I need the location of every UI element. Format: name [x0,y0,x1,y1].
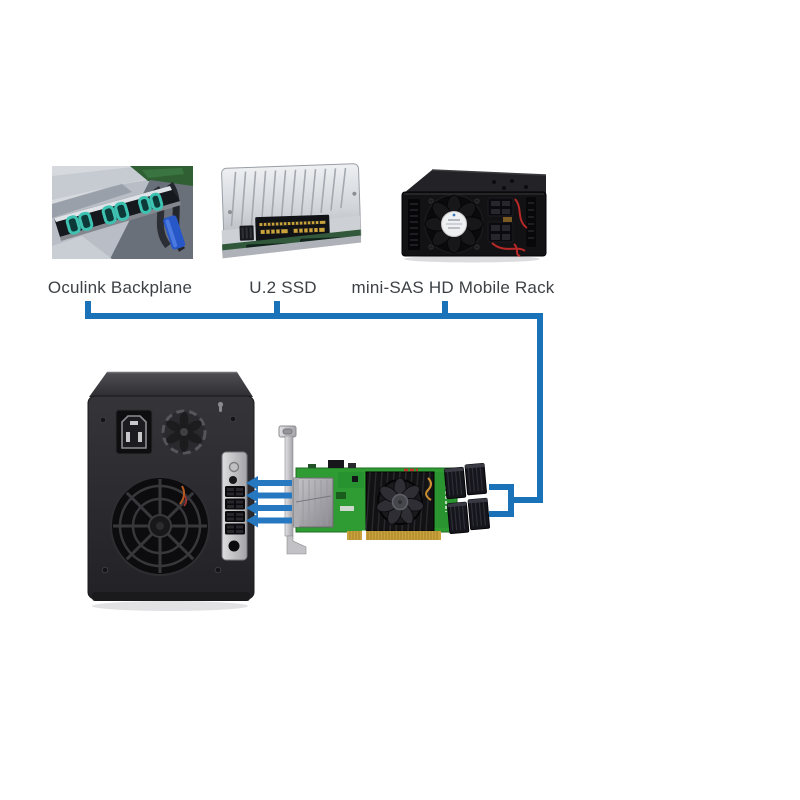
hba-card-image [278,425,490,555]
bracket-hole [228,461,240,473]
ssd-ridges [230,167,347,227]
bracket-screw [229,476,237,484]
card-pcie-edge [347,530,441,541]
rack-left-connector-bar [408,199,420,250]
rack-red-wires [491,198,528,257]
drive-enclosure-image [87,371,255,611]
label-mini-sas-mobile-rack: mini-SAS HD Mobile Rack [351,278,555,297]
mobile-rack-image [401,169,547,263]
enclosure-power-inlet [115,409,153,455]
blue-latch [163,215,186,250]
bracket-bottom-hole [228,540,240,552]
enclosure-fan-grille [110,476,210,576]
rack-fan [424,194,484,254]
u2-ssd-image [221,163,362,259]
card-sas-connectors [443,463,490,534]
rack-right-connector-bar [526,197,536,247]
rack-top-face [404,170,546,193]
card-heatsink [365,468,435,532]
enclosure-vent-fan [161,409,207,455]
label-u2-ssd: U.2 SSD [249,278,317,297]
oculink-backplane-image [52,166,193,259]
card-external-connector [293,477,334,528]
enclosure-top-face [89,372,253,397]
oculink-connectors [65,192,164,235]
enclosure-io-bracket [221,451,248,561]
card-port-bracket [489,484,514,517]
label-oculink-backplane: Oculink Backplane [47,278,193,297]
rack-sas-ports [487,197,514,243]
